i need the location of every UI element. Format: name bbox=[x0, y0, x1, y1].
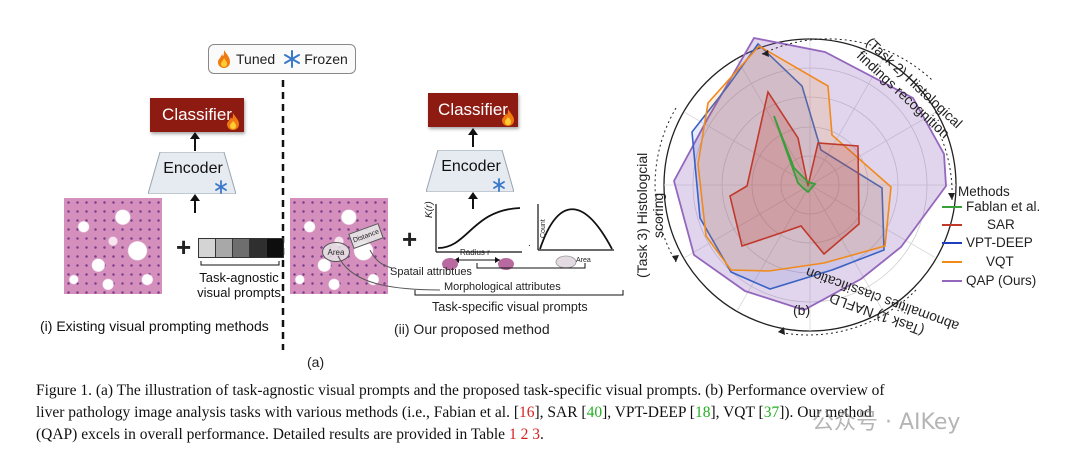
figure-caption: Figure 1. (a) The illustration of task-a… bbox=[36, 380, 1046, 446]
table-link[interactable]: 2 bbox=[520, 426, 529, 443]
task-agnostic-prompt-tokens bbox=[198, 238, 284, 258]
citation-link[interactable]: 16 bbox=[518, 404, 535, 421]
fire-icon bbox=[227, 113, 239, 130]
watermark: 公众号 · AIKey bbox=[812, 410, 961, 435]
prompt-token bbox=[216, 238, 233, 258]
frozen-label: Frozen bbox=[304, 51, 348, 67]
legend-sar: SAR bbox=[987, 217, 1015, 232]
caption-text: ], VPT-DEEP [ bbox=[602, 404, 695, 421]
legend-fabian: Fablan et al. bbox=[966, 199, 1041, 214]
tuned-label: Tuned bbox=[236, 51, 276, 67]
legend-qap: QAP (Ours) bbox=[966, 273, 1037, 288]
caption-line1: Figure 1. (a) The illustration of task-a… bbox=[36, 382, 885, 399]
snowflake-icon bbox=[283, 50, 301, 68]
count-axis-label: Count bbox=[540, 219, 547, 238]
prompt-caption-line1: Task-agnostic bbox=[199, 270, 279, 285]
plus-sign-left: + bbox=[176, 232, 192, 262]
separator-dot: . bbox=[528, 238, 531, 249]
caption-text: ], SAR [ bbox=[534, 404, 587, 421]
citation-link[interactable]: 18 bbox=[694, 404, 711, 421]
task-specific-bracket bbox=[414, 290, 624, 296]
k-axis-label: K(r) bbox=[424, 201, 435, 218]
spatial-bracket bbox=[476, 263, 586, 269]
citation-link[interactable]: 37 bbox=[763, 404, 780, 421]
caption-text: liver pathology image analysis tasks wit… bbox=[36, 404, 519, 421]
legend-vqt: VQT bbox=[986, 254, 1014, 269]
task3-label: (Task 3) Histologcial scoring bbox=[634, 153, 666, 278]
caption-line2: liver pathology image analysis tasks wit… bbox=[36, 402, 1046, 424]
area-histogram-plot bbox=[537, 204, 614, 269]
morphological-attributes-label: Morphological attributes bbox=[444, 281, 561, 293]
plus-sign-right: + bbox=[402, 224, 418, 254]
connector-lines bbox=[337, 250, 441, 291]
tuned-frozen-legend: Tuned Frozen bbox=[208, 44, 356, 74]
prompt-token bbox=[250, 238, 267, 258]
caption-line3: (QAP) excels in overall performance. Det… bbox=[36, 424, 1046, 446]
table-link[interactable]: 1 bbox=[508, 426, 517, 443]
classifier-label-left: Classifier bbox=[162, 105, 232, 124]
snowflake-icon bbox=[493, 178, 505, 192]
prompt-caption-line2: visual prompts bbox=[197, 285, 281, 300]
caption-text: (QAP) excels in overall performance. Det… bbox=[36, 426, 509, 443]
liver-tissue-image-left bbox=[64, 198, 162, 294]
prompt-token bbox=[267, 238, 284, 258]
encoder-label-left: Encoder bbox=[163, 160, 223, 177]
arrow-up-icon bbox=[468, 128, 478, 147]
caption-left-method: (i) Existing visual prompting methods bbox=[40, 318, 269, 334]
radius-label: Radius r bbox=[460, 248, 490, 257]
snowflake-icon bbox=[215, 180, 227, 194]
encoder-shape-left bbox=[148, 152, 236, 194]
prompt-token bbox=[233, 238, 250, 258]
citation-link[interactable]: 40 bbox=[586, 404, 603, 421]
encoder-label-right: Encoder bbox=[441, 158, 501, 175]
spatial-attributes-label: Spatail attribtues bbox=[390, 266, 472, 278]
arrow-up-icon bbox=[190, 132, 200, 151]
area-tag: Area bbox=[322, 242, 350, 262]
caption-text: . bbox=[539, 426, 544, 443]
bracket-left bbox=[200, 261, 280, 266]
caption-text: ]). Our method bbox=[779, 404, 872, 421]
arrow-up-icon bbox=[468, 192, 478, 209]
radar-chart bbox=[654, 36, 962, 336]
task-specific-label: Task-specific visual prompts bbox=[432, 300, 588, 314]
fire-icon bbox=[215, 49, 233, 69]
panel-divider bbox=[281, 80, 285, 350]
fire-icon bbox=[502, 109, 514, 126]
area-tag-label: Area bbox=[327, 247, 345, 257]
encoder-shape-right bbox=[426, 150, 514, 192]
subfigure-b-label: (b) bbox=[793, 302, 811, 318]
task3-label-line1: (Task 3) Histologcial bbox=[634, 152, 650, 278]
task-agnostic-caption: Task-agnostic visual prompts bbox=[176, 270, 302, 300]
prompt-token bbox=[198, 238, 216, 258]
arrow-up-icon bbox=[190, 194, 200, 213]
caption-right-method: (ii) Our proposed method bbox=[394, 321, 550, 337]
subfigure-a-label: (a) bbox=[307, 354, 325, 370]
ripley-k-plot bbox=[435, 204, 522, 270]
classifier-label-right: Classifier bbox=[438, 100, 508, 119]
table-link[interactable]: 3 bbox=[532, 426, 540, 443]
task3-label-line2: scoring bbox=[650, 192, 666, 238]
legend-vpt-deep: VPT-DEEP bbox=[966, 235, 1033, 250]
caption-text: ], VQT [ bbox=[710, 404, 764, 421]
area-axis-label: Area bbox=[576, 257, 591, 264]
methods-legend-title: Methods bbox=[958, 184, 1010, 199]
